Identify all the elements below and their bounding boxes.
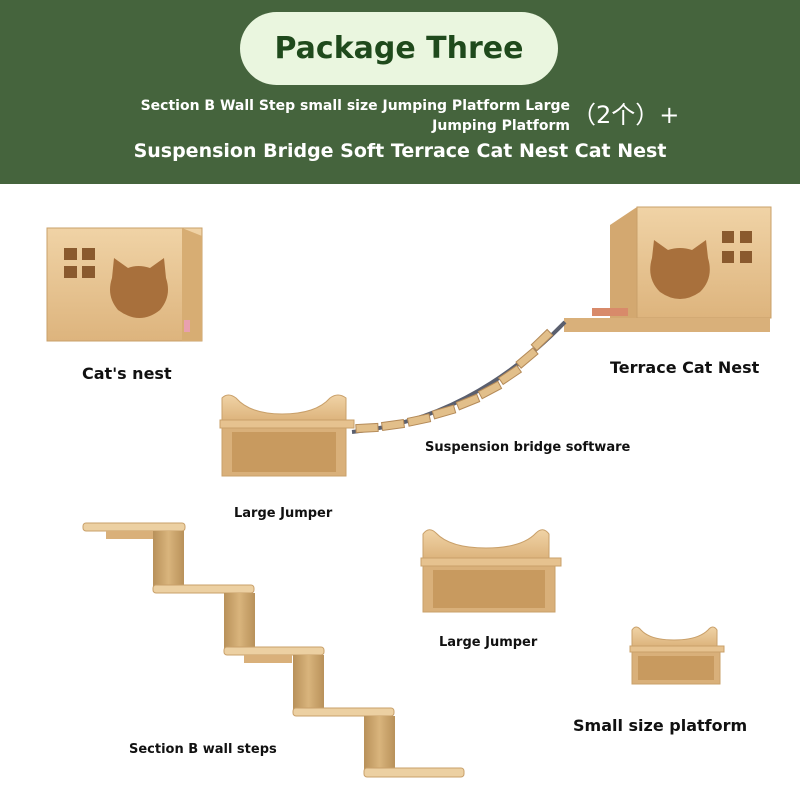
quantity-note: （2个）+	[572, 101, 680, 129]
label-small-platform: Small size platform	[573, 716, 748, 735]
package-contents-line2: Suspension Bridge Soft Terrace Cat Nest …	[133, 140, 667, 162]
cats-nest-image	[46, 227, 203, 342]
label-cats-nest: Cat's nest	[82, 364, 172, 383]
header-banner: Package Three Section B Wall Step small …	[0, 0, 800, 184]
label-terrace-cat-nest: Terrace Cat Nest	[610, 358, 760, 377]
page-title: Package Three	[274, 31, 524, 66]
large-jumper-image-1	[219, 394, 355, 477]
package-contents-line1: Section B Wall Step small size Jumping P…	[140, 98, 570, 134]
large-jumper-image-2	[420, 529, 562, 613]
small-platform-image	[629, 626, 725, 685]
label-wall-steps: Section B wall steps	[129, 742, 277, 757]
label-large-jumper-2: Large Jumper	[439, 635, 538, 650]
terrace-cat-nest-image	[564, 206, 772, 332]
wall-steps-image	[82, 522, 465, 778]
label-large-jumper-1: Large Jumper	[234, 506, 333, 521]
title-pill: Package Three	[240, 12, 558, 85]
label-suspension-bridge: Suspension bridge software	[425, 440, 631, 455]
suspension-bridge-image	[351, 320, 567, 434]
